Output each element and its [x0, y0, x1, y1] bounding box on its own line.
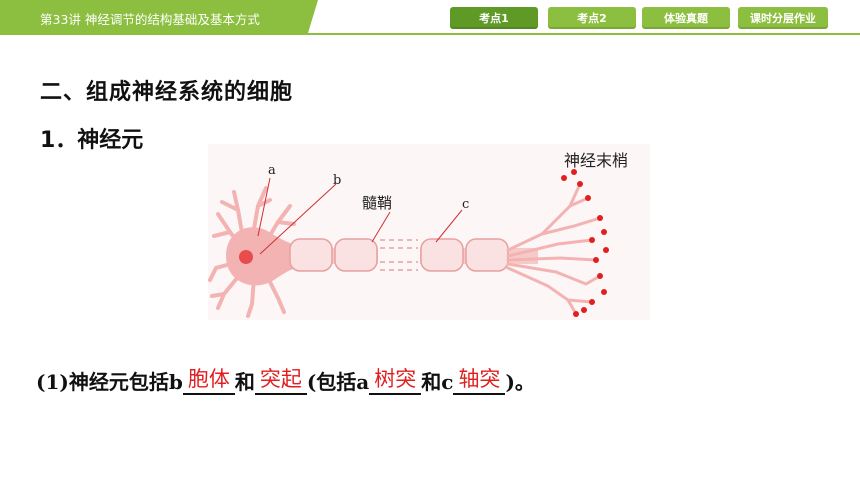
nav-tab-kaodian1[interactable]: 考点1 — [450, 7, 538, 29]
terminal-branches — [506, 182, 602, 316]
neuron-figure: a b c 髓鞘 神经末梢 — [208, 144, 650, 320]
nav-tab-homework[interactable]: 课时分层作业 — [738, 7, 828, 29]
myelin-sheaths — [289, 238, 509, 272]
label-a: a — [268, 163, 276, 178]
axon-gap — [378, 244, 420, 266]
leader-lines — [257, 177, 463, 255]
answer-2: 突起 — [259, 367, 302, 391]
label-b: b — [333, 173, 341, 188]
question-part-1: (1)神经元包括b — [36, 370, 183, 394]
answer-4: 轴突 — [458, 367, 501, 391]
blank-4[interactable]: 轴突 — [453, 367, 506, 395]
question-part-5: )。 — [505, 370, 535, 394]
blank-1[interactable]: 胞体 — [182, 367, 235, 395]
blank-2[interactable]: 突起 — [254, 367, 307, 395]
label-myelin: 髓鞘 — [362, 194, 392, 212]
top-bar: 第33讲 神经调节的结构基础及基本方式 考点1 考点2 体验真题 课时分层作业 — [0, 0, 860, 36]
sub-title: 1．神经元 — [40, 128, 144, 153]
nav-tab-kaodian2[interactable]: 考点2 — [548, 7, 636, 29]
lesson-title: 第33讲 神经调节的结构基础及基本方式 — [40, 12, 260, 27]
label-c: c — [462, 197, 469, 212]
label-nerve-terminal: 神经末梢 — [564, 151, 628, 170]
answer-1: 胞体 — [187, 367, 230, 391]
nucleus — [239, 250, 253, 264]
cell-body — [226, 227, 304, 286]
question-part-2: 和 — [234, 370, 255, 394]
neuron-diagram: a b c 髓鞘 神经末梢 — [208, 144, 650, 320]
question-part-4: 和c — [421, 370, 454, 394]
section-title: 二、组成神经系统的细胞 — [40, 80, 294, 105]
nerve-ending-dots — [561, 169, 609, 317]
header-divider — [0, 33, 860, 35]
question-part-3: (包括a — [306, 370, 370, 394]
answer-3: 树突 — [374, 367, 417, 391]
blank-3[interactable]: 树突 — [369, 367, 422, 395]
lesson-tab — [0, 0, 318, 33]
nav-tab-real-exams[interactable]: 体验真题 — [642, 7, 730, 29]
axon-break — [380, 239, 418, 271]
